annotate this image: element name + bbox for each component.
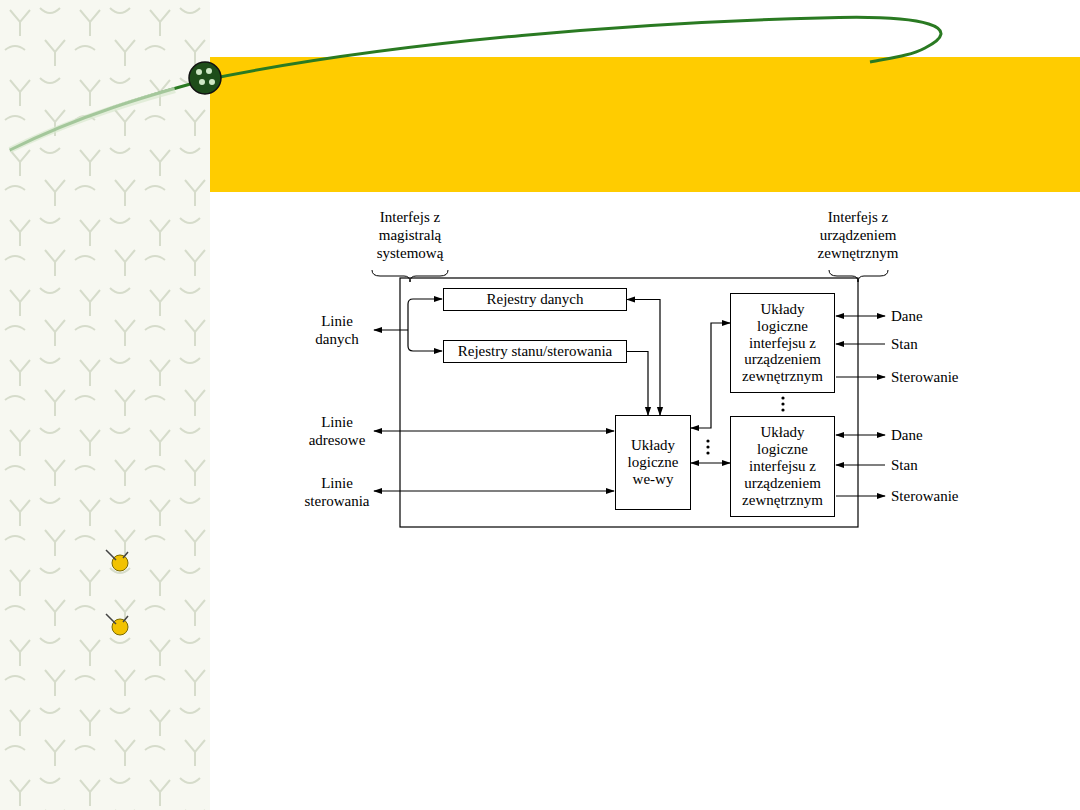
address-line [374, 430, 614, 431]
swoosh-tail [10, 90, 175, 150]
connector [691, 462, 730, 463]
interface-caption: Interfejs z magistralą systemową [361, 208, 459, 262]
label-text: Linie adresowe [309, 414, 366, 448]
label-text: Interfejs z magistralą systemową [377, 209, 444, 261]
label-text: Sterowanie [891, 369, 958, 385]
connector [691, 323, 730, 428]
status-line [836, 464, 885, 465]
signal-name: Sterowanie [891, 487, 958, 505]
side-strip [0, 0, 210, 810]
register-box: Rejestry danych [443, 288, 627, 311]
label-text: Stan [891, 336, 918, 352]
side-texture [0, 0, 210, 810]
signal-name: Sterowanie [891, 368, 958, 386]
bullet-icon [106, 550, 128, 571]
register-box: Rejestry stanu/sterowania [443, 340, 627, 363]
label-text: Linie sterowania [305, 475, 370, 509]
label-text: Dane [891, 427, 923, 443]
bus-line [408, 330, 442, 351]
interface-box: Układy logiczne interfejsu z urządzeniem… [730, 293, 835, 393]
signal-name: Dane [891, 307, 923, 325]
bus-line [374, 329, 408, 330]
data-line [836, 315, 885, 316]
data-line [836, 434, 885, 435]
signal-name: Dane [891, 426, 923, 444]
brace [372, 270, 448, 282]
swoosh-curve [10, 17, 941, 150]
connector [627, 352, 648, 416]
control-line [836, 495, 885, 496]
box-text: Układy logiczne interfejsu z urządzeniem… [735, 301, 830, 386]
box-text: Układy logiczne we-wy [620, 437, 686, 488]
box-text: Układy logiczne interfejsu z urządzeniem… [735, 424, 830, 509]
bus-line [408, 299, 442, 330]
label-text: Stan [891, 457, 918, 473]
label-text: Dane [891, 308, 923, 324]
control-line [836, 376, 885, 377]
label-text: Interfejs z urządzeniem zewnętrznym [818, 209, 899, 261]
connector [627, 300, 660, 416]
bullet-icon [106, 614, 128, 635]
label-text: Sterowanie [891, 488, 958, 504]
brace [829, 270, 888, 282]
module-outline [400, 278, 858, 527]
bus-name: Linie danych [306, 312, 368, 348]
signal-name: Stan [891, 335, 918, 353]
interface-caption: Interfejs z urządzeniem zewnętrznym [808, 208, 908, 262]
header-band [210, 57, 1080, 192]
box-text: Rejestry stanu/sterowania [458, 343, 613, 360]
status-line [836, 343, 885, 344]
bus-name: Linie sterowania [297, 474, 377, 510]
control-line [374, 490, 614, 491]
logic-box: Układy logiczne we-wy [615, 415, 691, 510]
signal-name: Stan [891, 456, 918, 474]
box-text: Rejestry danych [486, 291, 583, 308]
interface-box: Układy logiczne interfejsu z urządzeniem… [730, 416, 835, 517]
label-text: Linie danych [315, 313, 358, 347]
globe-icon [189, 62, 221, 94]
bus-name: Linie adresowe [302, 413, 372, 449]
